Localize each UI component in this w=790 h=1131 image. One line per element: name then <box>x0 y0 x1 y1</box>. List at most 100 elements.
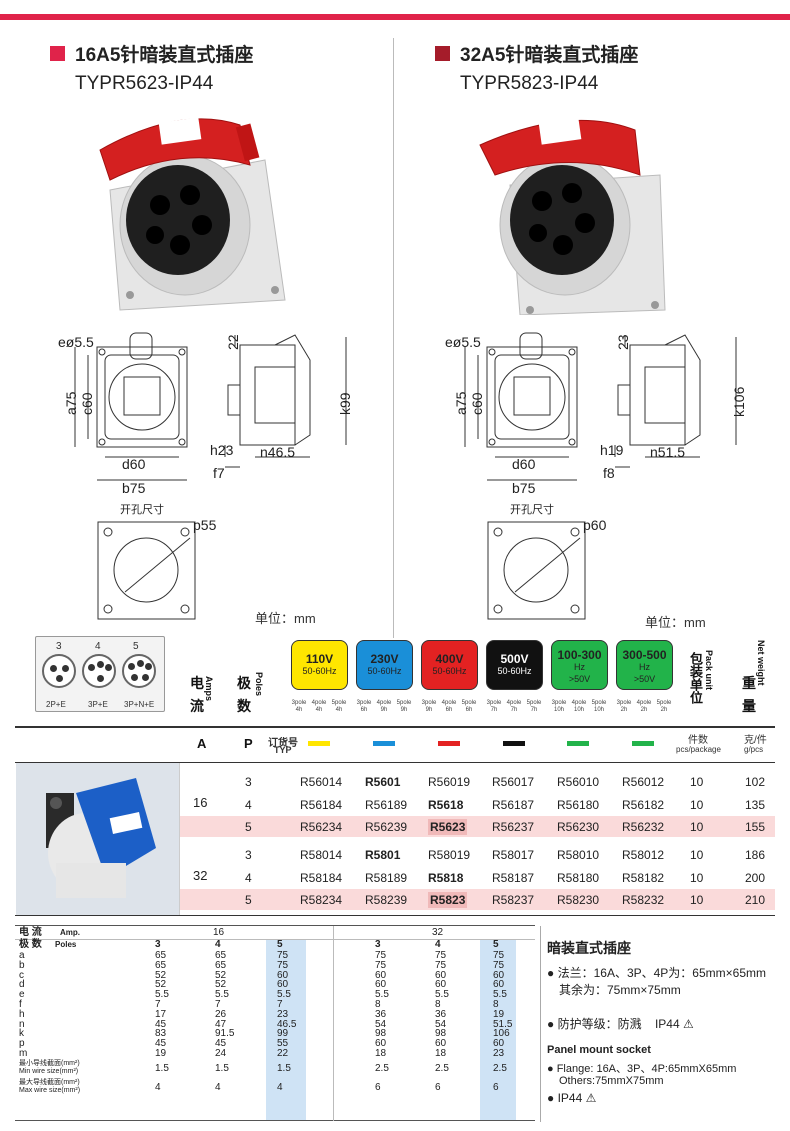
notes-en-title: Panel mount socket <box>547 1044 651 1056</box>
notes-title: 暗装直式插座 <box>547 940 631 956</box>
order-code: R56184 <box>300 798 343 812</box>
pack-sub-label: 件数 <box>688 735 708 746</box>
product-model: TYPR5823-IP44 <box>460 73 599 94</box>
cutout-label: 开孔尺寸 <box>120 502 164 516</box>
dim-a: a75 <box>63 391 79 415</box>
order-code: R56017 <box>492 775 535 789</box>
order-code: R56234 <box>300 820 343 834</box>
col-p: P <box>244 736 253 751</box>
product-title: 32A5针暗装直式插座 <box>460 45 639 66</box>
plug-5pole-icon <box>122 654 156 688</box>
dim-c: c60 <box>79 392 95 415</box>
dim-f: f8 <box>603 465 615 481</box>
order-code: R56180 <box>557 798 600 812</box>
dim-k: k106 <box>731 386 747 417</box>
table-rule-bottom <box>15 915 775 916</box>
plug-label: 3P+E <box>88 700 108 709</box>
pack-header-en: Pack unit <box>704 650 714 691</box>
notes-en-flange-other: Others:75mmX75mm <box>559 1075 664 1087</box>
order-code: R56182 <box>622 798 665 812</box>
dimension-table-divider <box>333 926 334 1121</box>
plug-label: 2P+E <box>46 700 66 709</box>
order-code: R56187 <box>492 798 535 812</box>
order-code: R5618 <box>428 798 464 812</box>
product-photo-32a <box>479 117 666 315</box>
cutout-label: 开孔尺寸 <box>510 502 554 516</box>
pack-header: 包装单位 <box>688 652 703 704</box>
dim-m: 22 <box>225 334 241 350</box>
highlight-5pole-16a <box>266 940 306 1120</box>
pole-count: 3 <box>245 775 252 789</box>
row-separator <box>179 763 180 915</box>
product-photo-blue-socket <box>16 763 179 915</box>
highlight-5pole-32a <box>480 940 516 1120</box>
net-weight: 135 <box>745 798 766 812</box>
amp-rating: 16 <box>193 795 208 810</box>
dim-b: b75 <box>512 480 536 496</box>
color-swatch-red <box>438 741 460 746</box>
net-weight: 155 <box>745 820 766 834</box>
order-code: R56012 <box>622 775 665 789</box>
dim-h: h23 <box>210 442 234 458</box>
product-notes: 暗装直式插座 ● 法兰：16A、3P、4P为：65mm×65mm 其余为：75m… <box>540 926 785 1122</box>
color-swatch-blue <box>373 741 395 746</box>
color-swatch-green <box>567 741 589 746</box>
bullet-square <box>435 46 450 61</box>
pole-count: 5 <box>245 820 252 834</box>
cutout-drawing-16a: 开孔尺寸 p55 <box>97 502 217 620</box>
color-swatch-black <box>503 741 525 746</box>
warning-icon: ⚠ <box>585 1091 597 1105</box>
net-weight: 210 <box>745 893 766 907</box>
notes-en-flange: ● Flange: 16A、3P、4P:65mmX65mm <box>547 1063 737 1075</box>
dimension-table-frame <box>15 925 535 1121</box>
order-code: R56189 <box>365 798 408 812</box>
dim-p: p55 <box>193 517 217 533</box>
amps-header: 电流 <box>190 675 204 714</box>
col-a: A <box>197 736 207 751</box>
order-code: R58019 <box>428 848 471 862</box>
top-accent-bar <box>0 14 790 20</box>
order-code: R58180 <box>557 871 600 885</box>
pole-count: 5 <box>133 641 139 652</box>
order-code: R5801 <box>365 848 401 862</box>
order-code: R58189 <box>365 871 408 885</box>
order-code: R58184 <box>300 871 343 885</box>
dim-m: 23 <box>615 334 631 350</box>
order-code: R58237 <box>492 893 535 907</box>
pack-unit: 10 <box>690 893 704 907</box>
product-title: 16A5针暗装直式插座 <box>75 45 254 66</box>
order-code: R56014 <box>300 775 343 789</box>
plug-3pole-icon <box>42 654 76 688</box>
dim-f: f7 <box>213 465 225 481</box>
order-code: R56239 <box>365 820 408 834</box>
dim-c: c60 <box>469 392 485 415</box>
pole-count: 4 <box>245 871 252 885</box>
order-code: R58182 <box>622 871 665 885</box>
order-code: R56010 <box>557 775 600 789</box>
dim-k: k99 <box>337 392 353 415</box>
dimension-drawing-16a: eø5.5 22 a75 c60 k99 h23 f7 n46.5 d60 b7… <box>58 332 353 496</box>
order-code: R56232 <box>622 820 665 834</box>
table-rule-top <box>15 726 775 728</box>
order-code: R56019 <box>428 775 471 789</box>
dimension-table-rule <box>15 939 535 940</box>
